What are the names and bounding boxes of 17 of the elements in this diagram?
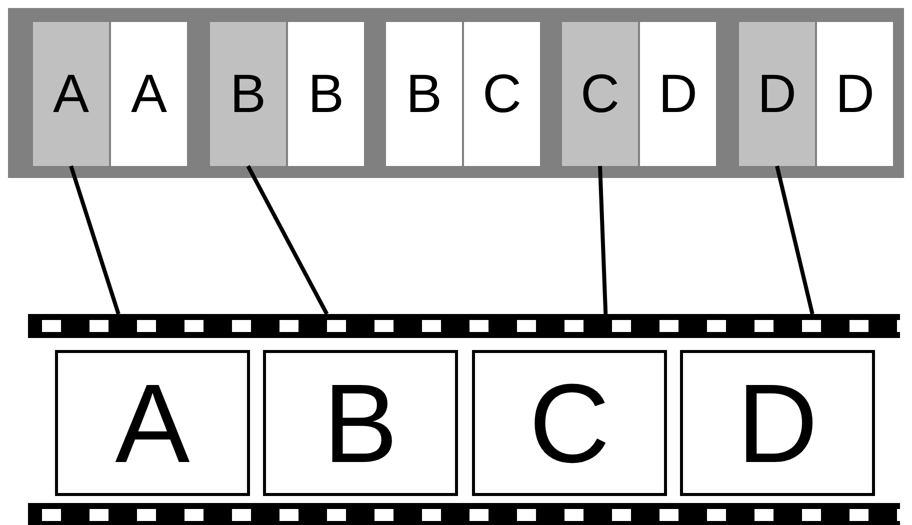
slot-cell: A — [33, 22, 109, 166]
film-frame: C — [472, 350, 667, 496]
slot-cell: D — [739, 22, 815, 166]
slot-band — [8, 8, 904, 178]
slot-cell: C — [464, 22, 540, 166]
slot-cell: C — [562, 22, 638, 166]
film-frame: A — [55, 350, 250, 496]
film-frame: D — [680, 350, 875, 496]
connector-line — [598, 166, 608, 314]
slot-cell: B — [386, 22, 462, 166]
connector-line — [69, 165, 120, 314]
slot-cell: A — [111, 22, 187, 166]
slot-cell: B — [210, 22, 286, 166]
slot-cell: B — [288, 22, 364, 166]
slot-cell: D — [817, 22, 893, 166]
slot-cell: D — [640, 22, 716, 166]
film-frame: B — [263, 350, 458, 496]
